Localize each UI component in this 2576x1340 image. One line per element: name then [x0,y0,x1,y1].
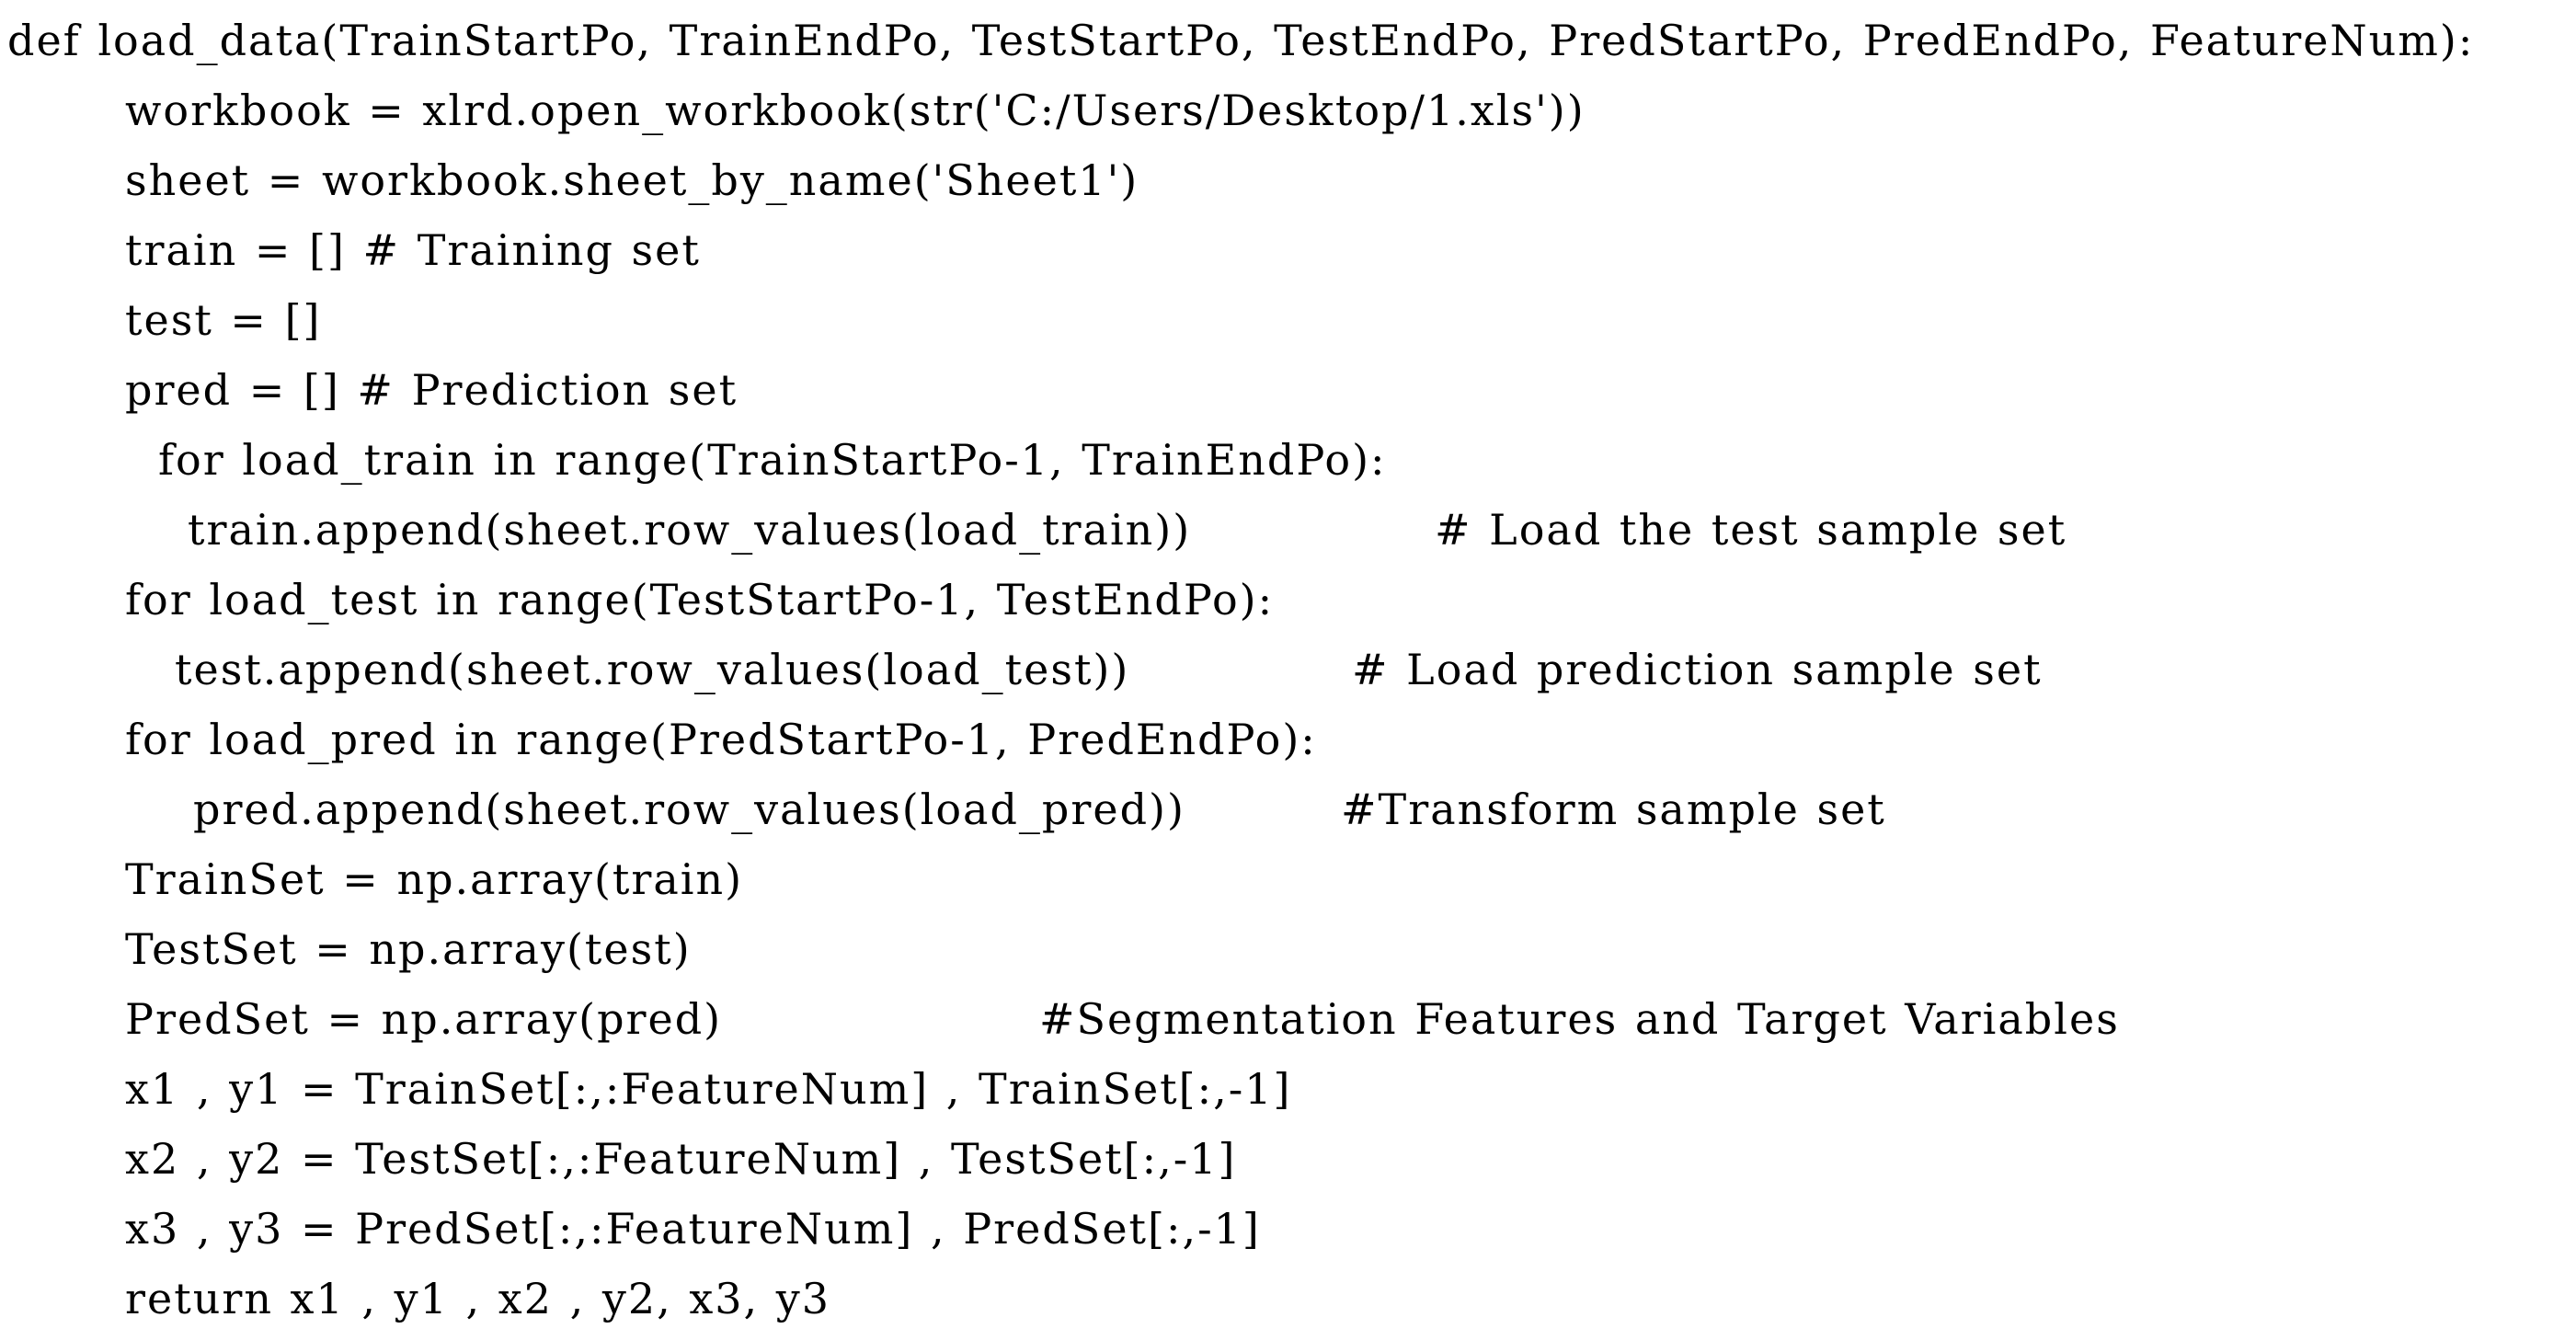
code-line: train = [] # Training set [0,215,2576,285]
code-text: x2 , y2 = TestSet[:,:FeatureNum] , TestS… [125,1134,1237,1184]
code-text: test.append(sheet.row_values(load_test)) [175,645,1130,694]
code-text: test = [] [125,295,322,345]
code-text: TrainSet = np.array(train) [125,854,744,904]
code-text: x3 , y3 = PredSet[:,:FeatureNum] , PredS… [125,1204,1261,1254]
code-text: pred = [] # Prediction set [125,365,738,415]
code-line: test.append(sheet.row_values(load_test))… [0,635,2576,704]
code-line: for load_train in range(TrainStartPo-1, … [0,425,2576,495]
code-text: train = [] # Training set [125,225,701,275]
code-line: TrainSet = np.array(train) [0,844,2576,914]
code-line: for load_test in range(TestStartPo-1, Te… [0,565,2576,635]
code-text: sheet = workbook.sheet_by_name('Sheet1') [125,155,1139,205]
code-text: PredSet = np.array(pred) [125,994,723,1044]
code-line: x1 , y1 = TrainSet[:,:FeatureNum] , Trai… [0,1054,2576,1124]
code-line: PredSet = np.array(pred) #Segmentation Fe… [0,984,2576,1054]
code-line: test = [] [0,285,2576,355]
code-line: return x1 , y1 , x2 , y2, x3, y3 [0,1264,2576,1334]
code-comment: # Load prediction sample set [1352,645,2043,694]
code-text: pred.append(sheet.row_values(load_pred)) [193,785,1185,834]
code-text: train.append(sheet.row_values(load_train… [188,505,1192,555]
code-line: pred.append(sheet.row_values(load_pred))… [0,774,2576,844]
code-text: workbook = xlrd.open_workbook(str('C:/Us… [125,86,1586,135]
code-text: def load_data(TrainStartPo, TrainEndPo, … [7,16,2475,65]
code-text: return x1 , y1 , x2 , y2, x3, y3 [125,1274,831,1323]
code-comment: #Segmentation Features and Target Variab… [1039,994,2120,1044]
code-text: x1 , y1 = TrainSet[:,:FeatureNum] , Trai… [125,1064,1292,1114]
code-line: x3 , y3 = PredSet[:,:FeatureNum] , PredS… [0,1194,2576,1264]
code-text: for load_train in range(TrainStartPo-1, … [158,435,1387,485]
code-line: for load_pred in range(PredStartPo-1, Pr… [0,704,2576,774]
code-comment: # Load the test sample set [1435,505,2067,555]
code-line: workbook = xlrd.open_workbook(str('C:/Us… [0,75,2576,145]
code-text: for load_test in range(TestStartPo-1, Te… [125,575,1275,624]
code-text: for load_pred in range(PredStartPo-1, Pr… [125,715,1317,764]
code-line: sheet = workbook.sheet_by_name('Sheet1') [0,145,2576,215]
code-line: train.append(sheet.row_values(load_train… [0,495,2576,565]
code-text: TestSet = np.array(test) [125,924,692,974]
code-line: x2 , y2 = TestSet[:,:FeatureNum] , TestS… [0,1124,2576,1194]
code-comment: #Transform sample set [1341,785,1886,834]
code-line: pred = [] # Prediction set [0,355,2576,425]
code-line: TestSet = np.array(test) [0,914,2576,984]
code-line: def load_data(TrainStartPo, TrainEndPo, … [0,6,2576,75]
code-lines-container: def load_data(TrainStartPo, TrainEndPo, … [0,6,2576,1334]
